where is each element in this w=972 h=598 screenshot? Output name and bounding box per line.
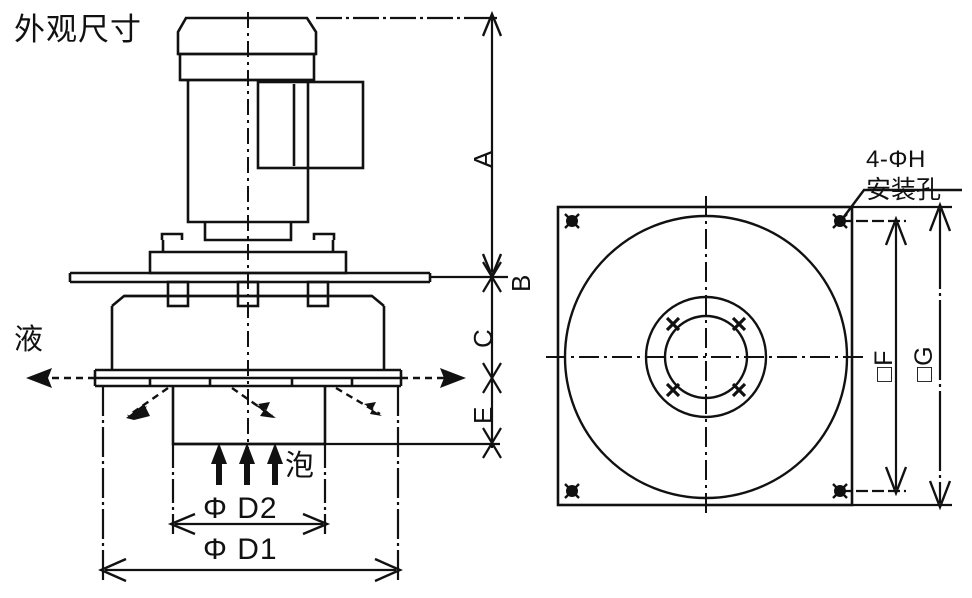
liquid-flow-label: 液 — [14, 324, 44, 356]
impeller-housing — [171, 386, 327, 446]
mounting-hole-top-left — [564, 213, 580, 229]
plan-bolt-marks — [665, 316, 747, 398]
bolt-mark-tl — [665, 316, 681, 332]
flow-arrowheads — [26, 368, 466, 420]
dimension-label-D2: Φ D2 — [203, 492, 278, 525]
bolt-mark-br — [731, 382, 747, 398]
dimension-D1-arrows — [98, 557, 403, 583]
page-title: 外观尺寸 — [14, 12, 142, 47]
bubble-arrow-3 — [267, 443, 283, 485]
base-mounting-plate — [68, 271, 432, 284]
mounting-hole-bottom-left — [564, 483, 580, 499]
dimension-label-A: A — [468, 150, 498, 168]
dimension-D2-arrows — [167, 512, 331, 536]
dimension-F-arrows — [884, 215, 908, 497]
bubble-arrow-2 — [239, 443, 255, 485]
bubble-flow-label: 泡 — [285, 450, 315, 482]
dimension-D2 — [171, 444, 327, 534]
bubble-arrow-1 — [211, 443, 227, 485]
dimension-E — [325, 378, 502, 459]
bolt-mark-bl — [665, 382, 681, 398]
hole-callout-leader — [842, 188, 962, 219]
bubble-arrows — [211, 443, 283, 485]
dimension-label-C: C — [468, 329, 498, 348]
motor-terminal-box — [256, 80, 365, 170]
mounting-hole-callout-spec: 4-ΦH — [866, 146, 926, 173]
dimension-A — [316, 16, 500, 272]
dimension-G-arrows — [928, 201, 952, 511]
dimension-label-D1: Φ D1 — [203, 533, 278, 566]
dimension-label-B: B — [506, 274, 536, 292]
dimension-G — [852, 205, 952, 507]
dimension-D1 — [101, 386, 400, 580]
mounting-hole-callout-name: 安装孔 — [866, 176, 942, 204]
bolt-mark-tr — [731, 316, 747, 332]
dimension-label-F: □F — [870, 349, 898, 382]
plan-centerlines — [546, 196, 866, 516]
motor-pedestal — [203, 222, 293, 242]
dimension-label-G: □G — [910, 345, 938, 382]
dimension-label-E: E — [468, 406, 498, 424]
